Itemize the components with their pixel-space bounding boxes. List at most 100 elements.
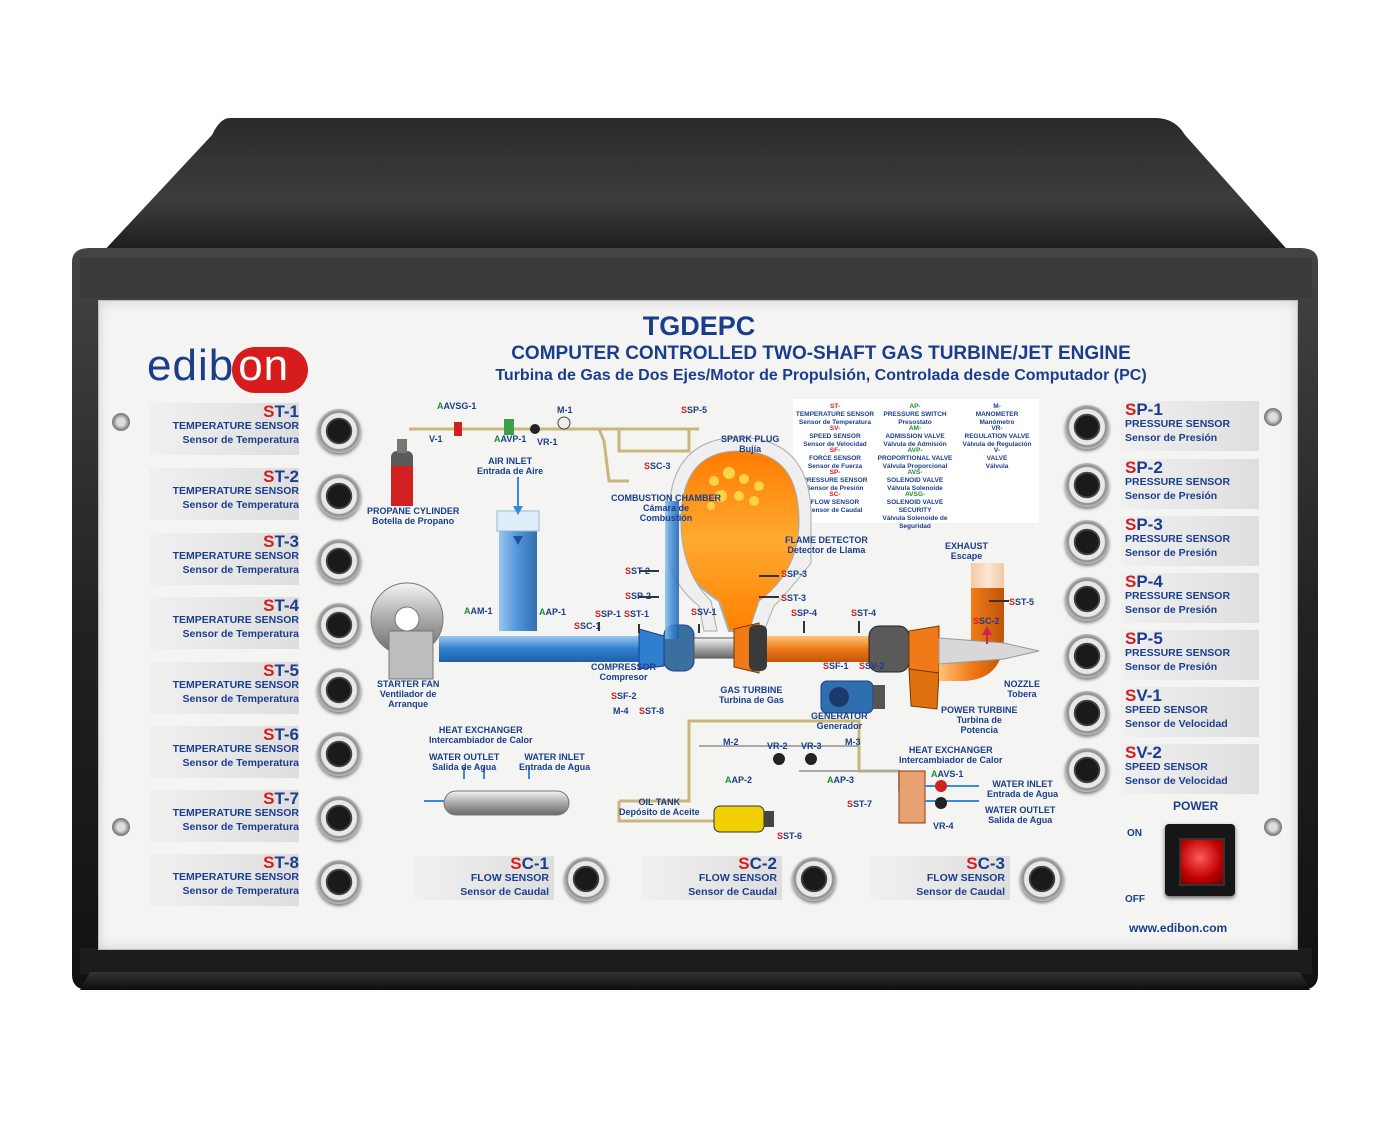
power-switch-rocker[interactable]	[1179, 838, 1225, 886]
sensor-plate	[1121, 573, 1259, 623]
tag-sv2: SSV-2	[859, 661, 885, 671]
sensor-plate	[149, 854, 299, 906]
power-off-label: OFF	[1125, 894, 1145, 905]
sensor-connector[interactable]	[317, 860, 361, 904]
tag-st2: SST-2	[625, 566, 651, 576]
sensor-connector[interactable]	[317, 409, 361, 453]
legend-item: SV- SPEED SENSOR Sensor de Velocidad	[803, 425, 867, 448]
sensor-label-right: SV-2 SPEED SENSOR Sensor de Velocidad	[1125, 743, 1228, 787]
sensor-connector[interactable]	[1065, 577, 1109, 621]
screw	[1264, 818, 1282, 836]
sensor-plate	[149, 790, 299, 842]
sensor-label-bottom: SC-3 FLOW SENSOR Sensor de Caudal	[916, 854, 1005, 898]
sensor-label-left: ST-5 TEMPERATURE SENSOR Sensor de Temper…	[172, 661, 299, 705]
title-en: COMPUTER CONTROLLED TWO-SHAFT GAS TURBIN…	[511, 343, 1131, 364]
tag-ap2: AAP-2	[725, 775, 753, 785]
power-on-label: ON	[1127, 828, 1142, 839]
tag-vr3: VR-3	[801, 741, 822, 751]
sensor-plate	[1121, 630, 1259, 680]
sensor-plate	[149, 468, 299, 520]
sensor-connector[interactable]	[1065, 520, 1109, 564]
sensor-connector[interactable]	[1065, 691, 1109, 735]
sensor-connector[interactable]	[317, 474, 361, 518]
sensor-label-right: SP-1 PRESSURE SENSOR Sensor de Presión	[1125, 400, 1231, 444]
tag-sp1: SSP-1	[595, 609, 622, 619]
sensor-plate	[149, 726, 299, 778]
legend-box: ST- TEMPERATURE SENSOR Sensor de Tempera…	[793, 399, 1039, 530]
sensor-connector[interactable]	[1065, 748, 1109, 792]
sensor-connector[interactable]	[564, 857, 608, 901]
sensor-connector[interactable]	[317, 732, 361, 776]
tag-m1: M-1	[557, 405, 573, 415]
sensor-plate	[642, 856, 782, 900]
sensor-connector[interactable]	[317, 603, 361, 647]
title-es: Turbina de Gas de Dos Ejes/Motor de Prop…	[495, 367, 1147, 384]
sensor-connector[interactable]	[1065, 463, 1109, 507]
tag-sc2: SSC-2	[973, 616, 1000, 626]
sensor-connector[interactable]	[317, 668, 361, 712]
tag-sv1: SSV-1	[691, 607, 717, 617]
tag-st4: SST-4	[851, 608, 877, 618]
sensor-connector[interactable]	[1065, 634, 1109, 678]
tag-vr1: VR-1	[537, 437, 558, 447]
power-switch[interactable]	[1165, 824, 1235, 896]
tag-st3: SST-3	[781, 593, 807, 603]
sensor-plate	[1121, 744, 1259, 794]
tag-st1: SST-1	[624, 609, 650, 619]
legend-item: AP- PRESSURE SWITCH Presostato	[883, 403, 947, 426]
tag-ap1: AAP-1	[539, 607, 567, 617]
sensor-label-left: ST-6 TEMPERATURE SENSOR Sensor de Temper…	[172, 725, 299, 769]
tag-avsg1: AAVSG-1	[437, 401, 477, 411]
tag-sf2: SSF-2	[611, 691, 637, 701]
website[interactable]: www.edibon.com	[1129, 921, 1228, 935]
sensor-plate	[149, 597, 299, 649]
sensor-label-left: ST-7 TEMPERATURE SENSOR Sensor de Temper…	[172, 789, 299, 833]
tag-sp4: SSP-4	[791, 608, 818, 618]
model-title: TGDEPC	[642, 311, 756, 341]
tag-sp5: SSP-5	[681, 405, 708, 415]
sensor-label-left: ST-2 TEMPERATURE SENSOR Sensor de Temper…	[172, 467, 299, 511]
sensor-plate	[149, 403, 299, 455]
legend-item: V- VALVE Válvula	[985, 447, 1009, 470]
screw	[1264, 408, 1282, 426]
sensor-plate	[149, 662, 299, 714]
tag-vr2: VR-2	[767, 741, 788, 751]
sensor-label-left: ST-8 TEMPERATURE SENSOR Sensor de Temper…	[172, 853, 299, 897]
tag-avp1: AAVP-1	[494, 434, 527, 444]
sensor-label-right: SP-5 PRESSURE SENSOR Sensor de Presión	[1125, 629, 1231, 673]
tag-sc1: SSC-1	[574, 621, 601, 631]
tag-m3: M-3	[845, 737, 861, 747]
legend-item: SC- FLOW SENSOR Sensor de Caudal	[807, 491, 863, 514]
sensor-connector[interactable]	[317, 539, 361, 583]
tag-sp2: SSP-2	[625, 591, 652, 601]
legend-item: ST- TEMPERATURE SENSOR Sensor de Tempera…	[795, 403, 875, 426]
tag-st6: SST-6	[777, 831, 803, 841]
legend-item: SF- FORCE SENSOR Sensor de Fuerza	[807, 447, 863, 470]
legend-item: AM- ADMISSION VALVE Válvula de Admisión	[883, 425, 947, 448]
edibon-logo: edib on	[147, 341, 309, 393]
sensor-connector[interactable]	[1020, 857, 1064, 901]
sensor-label-right: SV-1 SPEED SENSOR Sensor de Velocidad	[1125, 686, 1228, 730]
screw	[112, 413, 130, 431]
sensor-connector[interactable]	[317, 796, 361, 840]
tag-v1: V-1	[429, 434, 443, 444]
sensor-plate	[1121, 459, 1259, 509]
sensor-connector[interactable]	[792, 857, 836, 901]
sensor-plate	[1121, 687, 1259, 737]
legend-item: AVS- SOLENOID VALVE Válvula Solenoide	[886, 469, 944, 492]
sensor-connector[interactable]	[1065, 405, 1109, 449]
